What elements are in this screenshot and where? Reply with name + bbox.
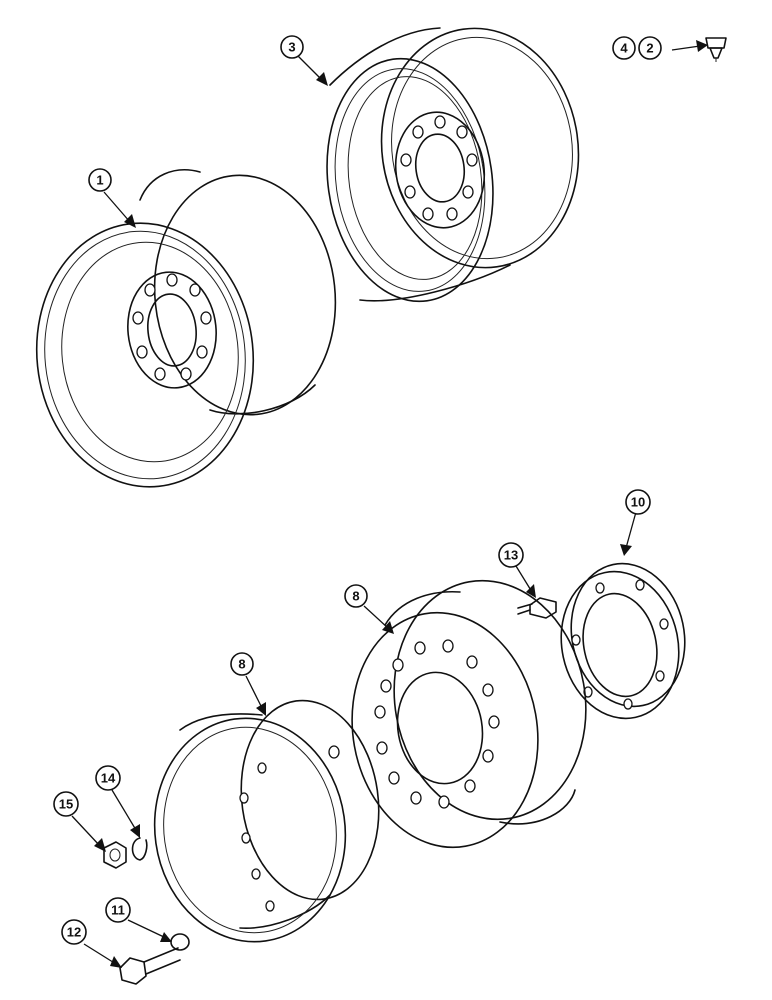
svg-text:8: 8 [352,589,359,604]
wheel-disc-part-8-right [351,579,587,849]
svg-text:13: 13 [504,548,518,563]
svg-text:3: 3 [288,40,295,55]
callout-13: 13 [498,542,524,568]
bolt-part-12 [119,947,181,985]
callout-1: 1 [88,168,112,192]
callout-12: 12 [61,919,87,945]
callout-2: 2 [638,36,662,60]
callout-8-left: 8 [230,652,254,676]
lock-washer-part-14 [131,837,148,861]
rim-part-1 [35,169,337,488]
callout-3: 3 [280,35,304,59]
valve-stem-part-2 [705,37,727,62]
callout-15: 15 [53,791,79,817]
bolt-part-13 [517,597,557,619]
svg-text:11: 11 [111,903,125,918]
svg-text:12: 12 [67,925,81,940]
spacer-ring-part-10 [560,562,686,720]
washer-part-11 [170,933,190,951]
callout-14: 14 [95,765,121,791]
callout-8-right: 8 [344,584,368,608]
rim-part-8-left [153,699,380,943]
svg-text:10: 10 [631,495,645,510]
svg-text:1: 1 [96,173,103,188]
callout-11: 11 [105,897,131,923]
callout-4: 4 [612,36,636,60]
leader-lines [71,40,708,968]
svg-text:2: 2 [646,41,653,56]
svg-text:15: 15 [59,797,73,812]
callout-10: 10 [625,489,651,515]
svg-text:14: 14 [101,771,116,786]
rim-part-3 [326,27,580,303]
svg-text:8: 8 [238,657,245,672]
nut-part-15 [103,841,127,869]
svg-text:4: 4 [620,41,628,56]
